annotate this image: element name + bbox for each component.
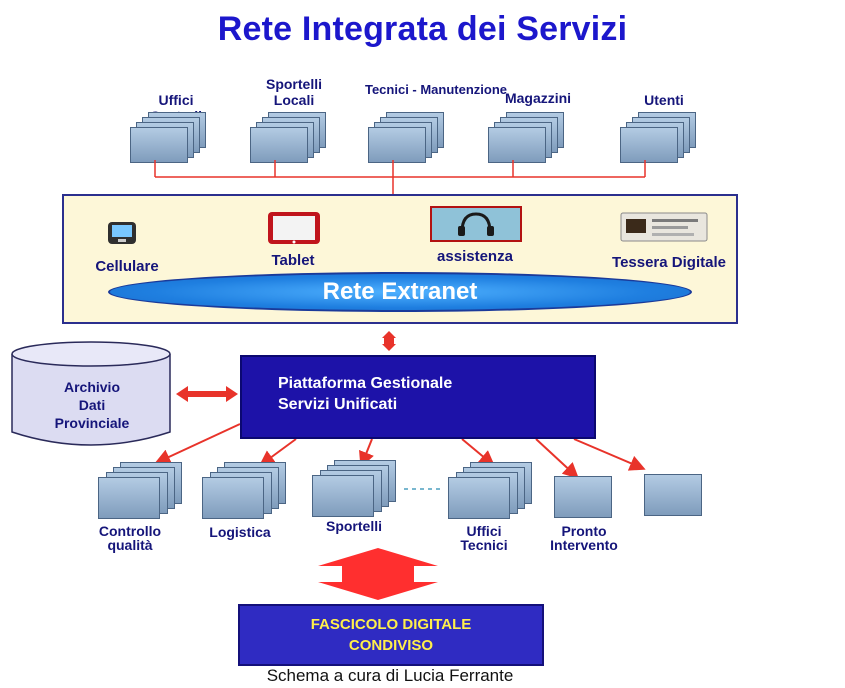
core-fanout-lines	[154, 423, 646, 479]
top-node-stack-4	[488, 112, 564, 163]
card-icon	[620, 212, 708, 242]
database-cylinder-icon	[11, 341, 171, 446]
core-system-box: Piattaforma Gestionale Servizi Unificati	[240, 355, 596, 439]
archive-label: Archivio Dati Provinciale	[54, 379, 130, 431]
bottom-node-single-5	[554, 476, 612, 518]
top-node-label-2: Sportelli Locali	[265, 76, 322, 108]
output-line-1: FASCICOLO DIGITALE	[310, 616, 472, 633]
bottom-node-stack-2	[202, 462, 286, 520]
top-node-stack-2	[250, 112, 326, 163]
output-double-arrow	[318, 548, 438, 600]
top-node-label-5: Utenti	[644, 92, 684, 108]
channel-label-2: Tablet	[271, 252, 315, 269]
phone-icon	[94, 220, 158, 246]
channel-label-1: Cellulare	[95, 258, 159, 275]
output-box: FASCICOLO DIGITALE CONDIVISO	[238, 604, 544, 666]
channel-label-4: Tessera Digitale	[612, 254, 726, 271]
bottom-node-single-6	[644, 474, 702, 516]
headset-icon	[430, 206, 522, 242]
portal-core-arrow	[382, 331, 396, 351]
bottom-node-stack-3	[312, 460, 396, 518]
bottom-node-label-2: Logistica	[209, 524, 271, 540]
top-node-label-3: Tecnici - Manutenzione	[364, 82, 508, 97]
bottom-node-stack-4	[448, 462, 532, 520]
credit-line: Schema a cura di Lucia Ferrante	[266, 666, 514, 685]
bottom-node-label-5: Pronto Intervento	[550, 523, 618, 553]
top-bus-lines	[154, 160, 646, 194]
archive-core-arrow	[176, 386, 238, 402]
archive-database: Archivio Dati Provinciale	[10, 340, 172, 448]
top-node-label-4: Magazzini	[504, 90, 572, 106]
core-line-1: Piattaforma Gestionale	[278, 375, 453, 392]
tablet-icon	[262, 210, 326, 246]
channel-label-3: assistenza	[437, 248, 513, 265]
bottom-node-label-3: Sportelli	[325, 518, 382, 534]
output-line-2: CONDIVISO	[348, 637, 434, 654]
bottom-node-stack-1	[98, 462, 182, 520]
network-band: Rete Extranet	[108, 272, 692, 312]
diagram-title: Rete Integrata dei Servizi	[217, 10, 628, 48]
top-node-stack-3	[368, 112, 444, 163]
bottom-node-label-1: Controllo qualità	[98, 523, 162, 553]
core-line-2: Servizi Unificati	[278, 396, 398, 413]
top-node-stack-5	[620, 112, 696, 163]
bottom-node-label-4: Uffici Tecnici	[460, 523, 508, 553]
top-node-stack-1	[130, 112, 206, 163]
